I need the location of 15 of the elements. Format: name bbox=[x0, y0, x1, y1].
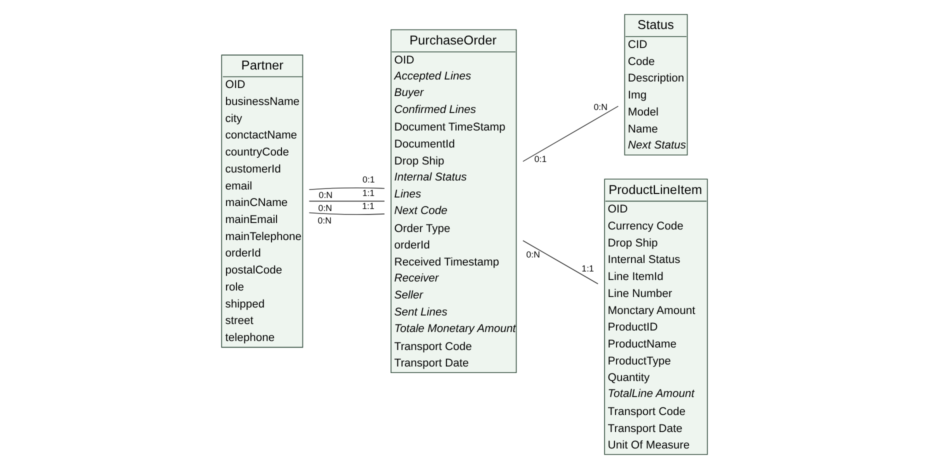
label: 0:N bbox=[318, 190, 333, 200]
label: 1:1 bbox=[362, 201, 374, 212]
connector bbox=[308, 188, 385, 190]
label: 0:N bbox=[318, 202, 332, 213]
label: 0:1 bbox=[362, 174, 375, 185]
connector bbox=[308, 200, 385, 202]
label: 0:N bbox=[318, 216, 332, 226]
label: 0:1 bbox=[534, 154, 547, 164]
label: 0:N bbox=[526, 249, 540, 260]
label: 1:1 bbox=[362, 188, 375, 198]
label: 0:N bbox=[594, 102, 608, 112]
connector bbox=[308, 212, 385, 215]
connector bbox=[522, 240, 598, 284]
connector bbox=[522, 106, 619, 162]
label: 1:1 bbox=[582, 264, 594, 274]
